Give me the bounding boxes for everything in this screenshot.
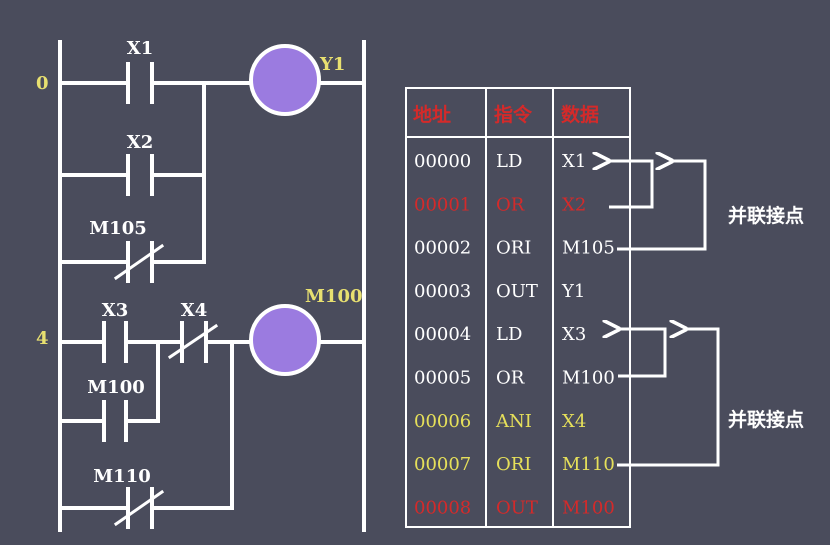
arrow-m100-to-x3 [617, 329, 667, 378]
arrow-m110-to-x3 [617, 329, 720, 467]
contact-m100 [102, 400, 128, 442]
table-row: 00000 LD X1 [414, 151, 586, 172]
header-instruction: 指令 [494, 103, 533, 126]
cell-address: 00000 [414, 151, 471, 172]
table-row: 00002 ORI M105 [414, 238, 615, 259]
annotation-parallel-contacts-2: 并联接点 [728, 408, 804, 431]
table-row: 00007 ORI M110 [414, 454, 615, 475]
cell-data: X3 [562, 324, 586, 345]
arrow-m105-to-x1 [617, 161, 707, 251]
cell-address: 00002 [414, 238, 471, 259]
cell-data: X2 [562, 194, 586, 215]
cell-data: M100 [562, 497, 615, 518]
table-row: 00008 OUT M100 [414, 497, 615, 518]
rung-number-0: 0 [36, 73, 49, 94]
contact-m105-nc [113, 241, 165, 283]
cell-instruction: OR [496, 194, 525, 215]
contact-x4-nc [167, 321, 219, 363]
table-row: 00001 OR X2 [414, 194, 586, 215]
label-x1: X1 [127, 38, 154, 59]
table-row: 00005 OR M100 [414, 368, 615, 389]
label-x4: X4 [181, 300, 208, 321]
contact-x1 [126, 62, 154, 104]
header-address: 地址 [413, 103, 451, 126]
cell-data: X1 [562, 151, 586, 172]
contact-x3 [102, 321, 128, 363]
cell-address: 00001 [414, 194, 471, 215]
rung-number-4: 4 [36, 328, 49, 349]
cell-instruction: ANI [495, 411, 532, 432]
ladder-diagram [58, 40, 366, 532]
label-m100-contact: M100 [87, 377, 145, 398]
label-m105: M105 [89, 218, 147, 239]
cell-data: M100 [562, 368, 615, 389]
header-data: 数据 [561, 103, 599, 126]
coil-y1 [249, 44, 321, 116]
arrow-x2-to-x1 [607, 161, 654, 209]
label-x2: X2 [127, 132, 154, 153]
coil-m100 [249, 304, 321, 376]
cell-address: 00004 [414, 324, 471, 345]
cell-data: M105 [562, 238, 615, 259]
cell-instruction: OUT [496, 497, 538, 518]
cell-data: X4 [562, 411, 586, 432]
label-coil-y1: Y1 [319, 54, 345, 75]
cell-instruction: ORI [496, 454, 531, 475]
table-row: 00006 ANI X4 [414, 411, 586, 432]
cell-address: 00006 [414, 411, 471, 432]
table-row: 00003 OUT Y1 [414, 281, 585, 302]
contact-m110-nc [113, 487, 165, 529]
cell-address: 00005 [414, 368, 471, 389]
label-m110: M110 [93, 466, 151, 487]
cell-address: 00007 [414, 454, 471, 475]
cell-address: 00003 [414, 281, 471, 302]
cell-address: 00008 [414, 497, 471, 518]
label-x3: X3 [102, 300, 129, 321]
table-row: 00004 LD X3 [414, 324, 586, 345]
table-border [405, 87, 631, 528]
annotation-parallel-contacts-1: 并联接点 [728, 204, 804, 227]
label-coil-m100: M100 [305, 286, 363, 307]
parallel-arrows [607, 161, 720, 467]
cell-data: M110 [562, 454, 615, 475]
cell-data: Y1 [561, 281, 585, 302]
contact-x2 [126, 154, 154, 196]
cell-instruction: LD [496, 324, 522, 345]
cell-instruction: LD [496, 151, 522, 172]
cell-instruction: OUT [496, 281, 538, 302]
cell-instruction: ORI [496, 238, 531, 259]
cell-instruction: OR [496, 368, 525, 389]
